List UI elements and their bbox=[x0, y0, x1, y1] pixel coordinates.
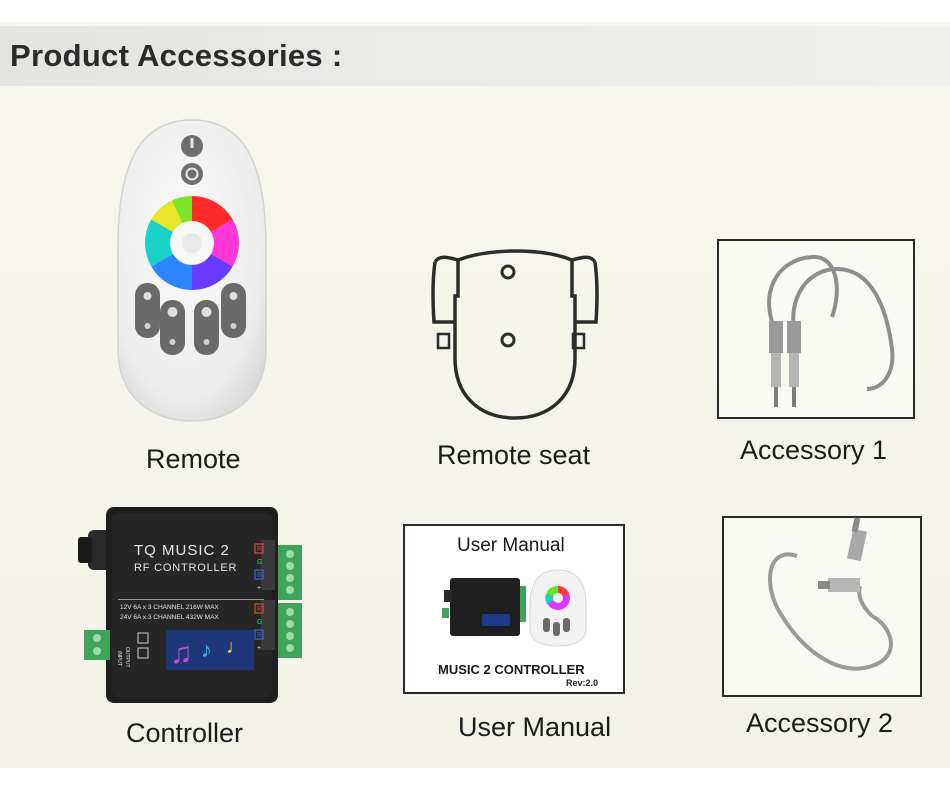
controller-spec-row2: 24V 6A x 3 CHANNEL 432W MAX bbox=[120, 614, 219, 621]
svg-text:♩: ♩ bbox=[226, 636, 246, 658]
accessory1-caption: Accessory 1 bbox=[740, 435, 888, 465]
color-wheel bbox=[145, 196, 239, 290]
controller-label-line1: TQ MUSIC 2 bbox=[134, 542, 230, 559]
terminal-label-b: B bbox=[257, 632, 262, 639]
terminal-label-r: R bbox=[257, 606, 262, 613]
remote-seat-caption: Remote seat bbox=[437, 440, 591, 470]
controller-output-label: OUTPUT bbox=[124, 647, 130, 668]
controller-label-line2: RF CONTROLLER bbox=[134, 562, 237, 574]
controller-image: ♫ ♪ ♩ bbox=[78, 507, 302, 703]
terminal-label-b: B bbox=[257, 572, 262, 579]
remote-image bbox=[117, 119, 267, 422]
manual-revision: Rev:2.0 bbox=[566, 678, 599, 688]
controller-input-label: INPUT bbox=[116, 651, 122, 666]
controller-spec-row1: 12V 6A x 3 CHANNEL 216W MAX bbox=[120, 604, 219, 611]
manual-cover-subtitle: MUSIC 2 CONTROLLER bbox=[438, 662, 585, 677]
accessory2-cable-image bbox=[768, 517, 893, 671]
terminal-label-g: G bbox=[257, 619, 262, 626]
terminal-label-g: G bbox=[257, 559, 262, 566]
terminal-label-plus: + bbox=[257, 585, 261, 592]
accessory1-cable-image bbox=[767, 254, 895, 407]
svg-text:♪: ♪ bbox=[201, 637, 212, 662]
user-manual-caption: User Manual bbox=[458, 712, 612, 742]
music-notes-graphic: ♫ ♪ ♩ bbox=[166, 630, 254, 670]
accessory2-caption: Accessory 2 bbox=[746, 708, 894, 738]
remote-seat-image bbox=[431, 249, 599, 420]
bottom-margin bbox=[0, 768, 950, 791]
controller-caption: Controller bbox=[126, 718, 244, 748]
accessory1-frame bbox=[717, 239, 915, 419]
terminal-label-r: R bbox=[257, 546, 262, 553]
header-bar bbox=[0, 26, 950, 86]
accessory2-frame bbox=[722, 516, 922, 697]
top-margin bbox=[0, 0, 950, 22]
controller-label-overlay: TQ MUSIC 2 RF CONTROLLER 12V 6A x 3 CHAN… bbox=[116, 542, 262, 668]
svg-text:♫: ♫ bbox=[170, 637, 193, 670]
manual-cover-image bbox=[442, 569, 587, 647]
manual-cover-title: User Manual bbox=[457, 535, 565, 556]
page-title: Product Accessories : bbox=[10, 38, 343, 73]
terminal-label-plus: + bbox=[257, 645, 261, 652]
remote-caption: Remote bbox=[146, 444, 241, 474]
